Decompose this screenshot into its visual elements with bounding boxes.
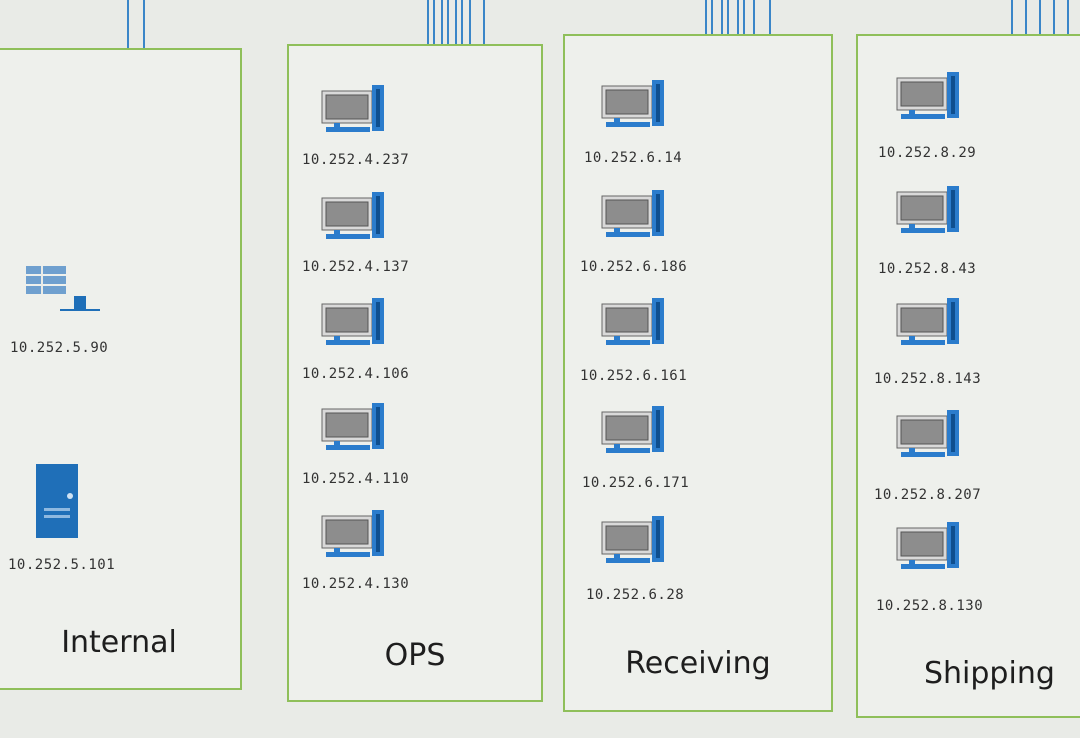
workstation-icon: [601, 80, 664, 127]
workstation-icon: [321, 403, 384, 450]
workstation-icon: [601, 190, 664, 237]
host-ip: 10.252.6.171: [582, 475, 690, 491]
network-switch-icon: [26, 266, 100, 311]
zone-ops: OPS: [287, 44, 543, 702]
workstation-icon: [896, 72, 959, 119]
workstation-icon: [321, 510, 384, 557]
zone-shipping: Shipping: [856, 34, 1080, 718]
host-ip: 10.252.4.130: [302, 576, 410, 592]
workstation-icon: [321, 298, 384, 345]
zone-label: OPS: [384, 638, 446, 673]
server-tower-icon: [36, 464, 78, 538]
zone-receiving: Receiving: [563, 34, 833, 712]
workstation-icon: [601, 516, 664, 563]
workstation-icon: [896, 410, 959, 457]
host-ip: 10.252.6.14: [584, 150, 683, 166]
workstation-icon: [321, 85, 384, 132]
host-ip: 10.252.8.207: [874, 487, 982, 503]
host-ip: 10.252.8.130: [876, 598, 984, 614]
host-ip: 10.252.6.186: [580, 259, 688, 275]
workstation-icon: [896, 522, 959, 569]
host-ip: 10.252.4.110: [302, 471, 410, 487]
workstation-icon: [601, 298, 664, 345]
host-ip: 10.252.4.137: [302, 259, 410, 275]
host-ip: 10.252.5.101: [8, 557, 116, 573]
host-ip: 10.252.5.90: [10, 340, 109, 356]
zone-label: Shipping: [924, 656, 1055, 691]
zone-internal: Internal: [0, 48, 242, 690]
zone-label: Internal: [61, 625, 177, 660]
host-ip: 10.252.4.237: [302, 152, 410, 168]
zone-label: Receiving: [625, 646, 771, 681]
host-ip: 10.252.8.29: [878, 145, 977, 161]
workstation-icon: [896, 298, 959, 345]
host-ip: 10.252.6.161: [580, 368, 688, 384]
workstation-icon: [896, 186, 959, 233]
host-ip: 10.252.6.28: [586, 587, 685, 603]
host-ip: 10.252.8.143: [874, 371, 982, 387]
workstation-icon: [321, 192, 384, 239]
workstation-icon: [601, 406, 664, 453]
host-ip: 10.252.4.106: [302, 366, 410, 382]
host-ip: 10.252.8.43: [878, 261, 977, 277]
